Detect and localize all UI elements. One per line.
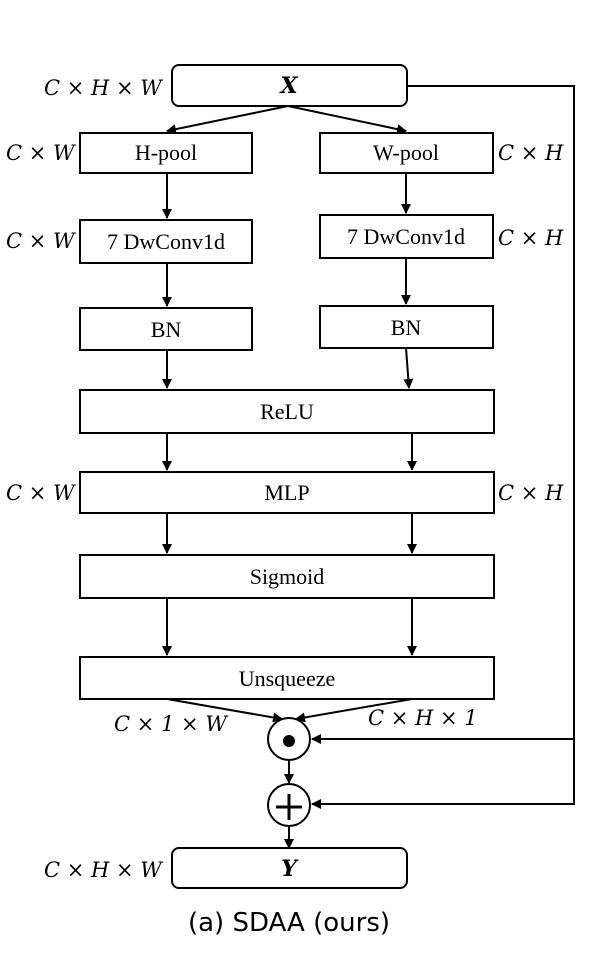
skip-connection-to-add (311, 85, 575, 809)
multiply-operator-icon (267, 717, 311, 761)
output-label: Y (281, 856, 299, 882)
mlp-node: MLP (79, 471, 495, 514)
relu-node: ReLU (79, 389, 495, 434)
hpool-label: H-pool (135, 140, 197, 165)
dwconv-left-box (79, 219, 253, 264)
sigmoid-label: Sigmoid (250, 564, 325, 589)
arrow-bn-to-relu-right (403, 347, 414, 389)
bn-right-node: BN (319, 305, 494, 349)
dwconv-right-dim: C × H (498, 226, 564, 250)
wpool-dim: C × H (498, 141, 564, 165)
relu-label: ReLU (260, 399, 314, 424)
bn-left-box (79, 307, 253, 351)
arrow-x-to-hpool (166, 105, 289, 135)
output-dim: C × H × W (44, 858, 164, 882)
dwconv-right-box (319, 214, 494, 259)
unsqueeze-right-dim: C × H × 1 (368, 706, 478, 730)
arrow-unsqueeze-left-to-multiply (166, 698, 283, 723)
output-box (171, 847, 408, 889)
unsqueeze-left-dim: C × 1 × W (114, 712, 229, 736)
mlp-label: MLP (264, 480, 309, 505)
hpool-box (79, 132, 253, 174)
output-node: Y (171, 847, 408, 889)
arrow-x-to-wpool (287, 105, 407, 135)
caption: (a) SDAA (ours) (188, 908, 390, 938)
wpool-node: W-pool (319, 132, 494, 174)
unsqueeze-label: Unsqueeze (239, 666, 336, 691)
arrow-unsqueeze-right-to-multiply (295, 698, 413, 723)
dwconv-right-node: 7 DwConv1d (319, 214, 494, 259)
sigmoid-node: Sigmoid (79, 554, 495, 599)
hpool-node: H-pool (79, 132, 253, 174)
unsqueeze-box (79, 656, 495, 700)
input-box (171, 64, 408, 107)
bn-right-box (319, 305, 494, 349)
dwconv-right-label: 7 DwConv1d (347, 224, 465, 249)
dwconv-left-node: 7 DwConv1d (79, 219, 253, 264)
dwconv-left-dim: C × W (6, 229, 77, 253)
mlp-left-dim: C × W (6, 481, 77, 505)
bn-left-node: BN (79, 307, 253, 351)
input-node: X (171, 64, 408, 107)
mlp-box (79, 471, 495, 514)
input-dim: C × H × W (44, 76, 164, 100)
hpool-dim: C × W (6, 141, 77, 165)
wpool-label: W-pool (373, 140, 439, 165)
dwconv-left-label: 7 DwConv1d (107, 229, 225, 254)
bn-right-label: BN (391, 315, 422, 340)
mlp-right-dim: C × H (498, 481, 564, 505)
connections (162, 85, 575, 849)
relu-box (79, 389, 495, 434)
input-label: X (278, 73, 298, 99)
unsqueeze-node: Unsqueeze (79, 656, 495, 700)
sigmoid-box (79, 554, 495, 599)
bn-left-label: BN (151, 317, 182, 342)
wpool-box (319, 132, 494, 174)
add-operator-icon (267, 783, 311, 827)
